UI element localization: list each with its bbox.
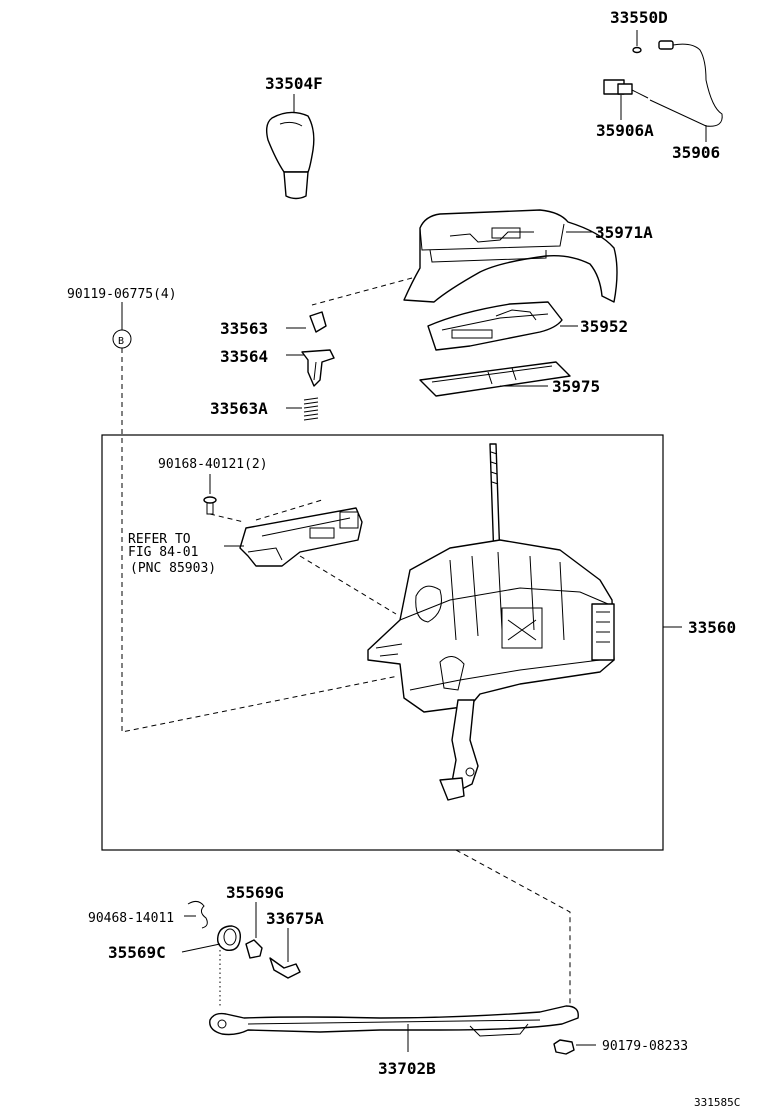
label-33675A: 33675A [266,909,324,928]
bolt-part[interactable] [203,474,245,523]
figure-code: 331585C [694,1096,740,1109]
shift-knob-part[interactable] [265,94,315,200]
clip-part[interactable] [184,900,208,929]
label-33702B: 33702B [378,1059,436,1078]
spring-part[interactable] [286,397,319,421]
assembly-box [101,434,664,851]
shift-lever-assembly-part[interactable] [367,443,615,801]
refer-line-1: REFER TO [128,532,191,547]
bushing-g-part[interactable] [245,902,263,959]
refer-line-2: FIG 84-01 [128,545,198,560]
label-35906A: 35906A [596,121,654,140]
label-90168: 90168-40121(2) [158,457,268,472]
indicator-plate-part[interactable] [427,301,578,351]
callout-b-letter: B [118,336,124,347]
bolt-a-part[interactable] [269,928,301,979]
switch-harness-part[interactable] [603,30,723,142]
label-33563: 33563 [220,319,268,338]
label-33564: 33564 [220,347,268,366]
console-cover-part[interactable] [403,209,618,303]
label-90179: 90179-08233 [602,1039,688,1054]
bushing-c-part[interactable] [181,925,242,1006]
label-35971A: 35971A [595,223,653,242]
label-35906: 35906 [672,143,720,162]
refer-line-3: (PNC 85903) [130,561,216,576]
label-35569G: 35569G [226,883,284,902]
label-90119: 90119-06775(4) [67,287,177,302]
nut-part[interactable] [553,1039,596,1055]
label-33560: 33560 [688,618,736,637]
label-35952: 35952 [580,317,628,336]
callout-b [112,302,399,733]
label-33550D: 33550D [610,8,668,27]
gasket-part[interactable] [419,361,571,397]
detent-pin-part[interactable] [286,311,327,333]
label-33563A: 33563A [210,399,268,418]
label-35569C: 35569C [108,943,166,962]
label-33504F: 33504F [265,74,323,93]
shift-lock-part[interactable] [286,349,335,387]
shift-lock-bracket-part[interactable] [224,499,397,615]
label-35975: 35975 [552,377,600,396]
control-rod-part[interactable] [209,1005,579,1052]
label-90468: 90468-14011 [88,911,174,926]
